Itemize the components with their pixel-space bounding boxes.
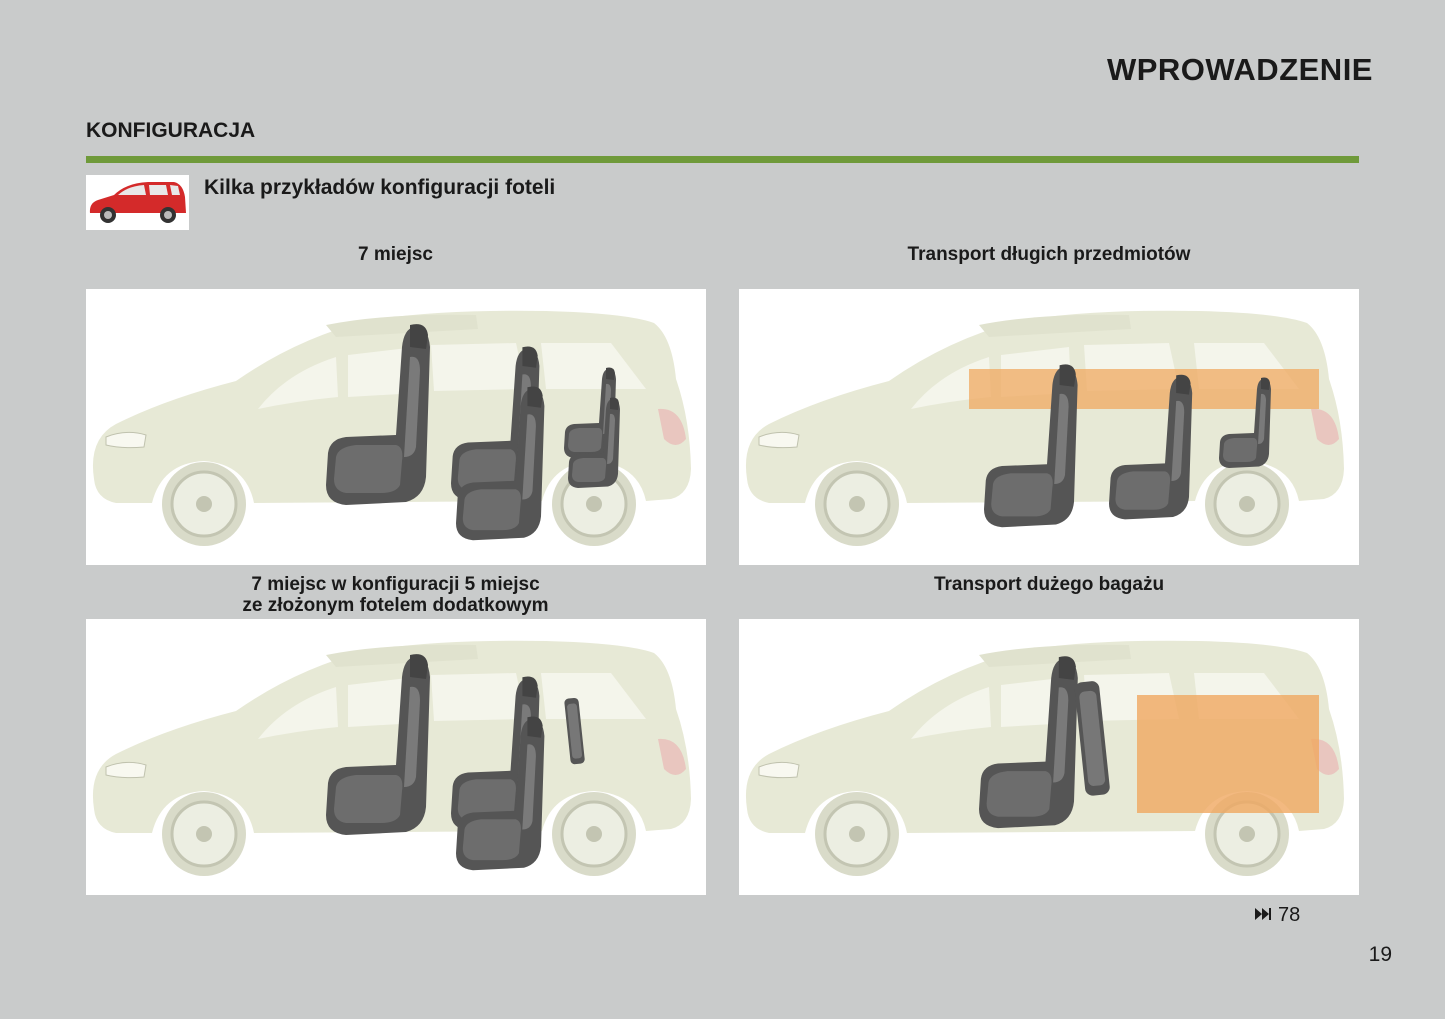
caption-5-seats-line1: 7 miejsc w konfiguracji 5 miejsc (251, 574, 540, 595)
caption-long-items: Transport długich przedmiotów (907, 244, 1191, 265)
front-wheel (815, 792, 899, 876)
seat (1109, 374, 1193, 520)
caption-5-seats-line2: ze złożonym fotelem dodatkowym (242, 595, 549, 616)
front-wheel (162, 792, 246, 876)
chapter-title: WPROWADZENIE (1106, 52, 1373, 87)
seat (326, 324, 430, 505)
section-title: KONFIGURACJA (86, 119, 256, 142)
config-subtitle: Kilka przykładów konfiguracji foteli (204, 176, 556, 199)
page-reference[interactable]: 78 (1254, 904, 1300, 927)
illustration-large-luggage (739, 619, 1359, 895)
illustration-long-items (739, 289, 1359, 565)
folded-seat (564, 697, 585, 765)
caption-7-seats: 7 miejsc (358, 244, 433, 265)
skip-forward-icon (1254, 904, 1272, 927)
section-divider (86, 156, 1359, 163)
seat (456, 386, 545, 541)
reference-page: 78 (1278, 904, 1301, 926)
rear-wheel (552, 792, 636, 876)
seat (456, 716, 545, 871)
seat (1219, 377, 1271, 468)
page-number: 19 (1368, 943, 1392, 966)
seat (326, 654, 430, 835)
rear-wheel (1205, 462, 1289, 546)
luggage-cargo (1137, 695, 1319, 813)
car-thumbnail-icon (86, 175, 189, 230)
seat (979, 656, 1078, 829)
front-wheel (162, 462, 246, 546)
seat (568, 397, 620, 488)
caption-large-luggage: Transport dużego bagażu (933, 574, 1165, 595)
front-wheel (815, 462, 899, 546)
folded-seat (1074, 681, 1110, 796)
caption-5-seats: 7 miejsc w konfiguracji 5 miejsc ze złoż… (86, 574, 705, 616)
illustration-7-seats (86, 289, 706, 565)
illustration-5-seats (86, 619, 706, 895)
seat (984, 364, 1078, 528)
